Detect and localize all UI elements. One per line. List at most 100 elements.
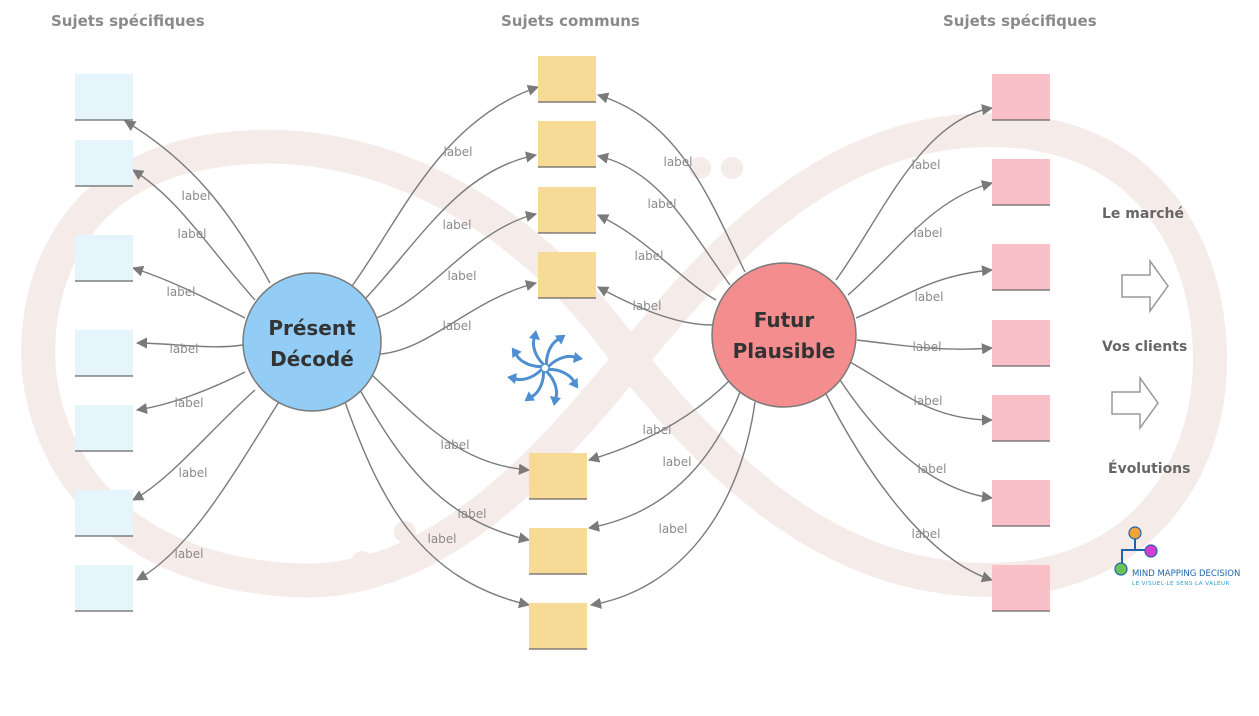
left-topic-2-box[interactable] bbox=[75, 140, 133, 186]
conn-futur-common-2 bbox=[596, 152, 731, 286]
connector-label: label bbox=[913, 226, 942, 240]
left-topic-4[interactable] bbox=[75, 330, 133, 377]
left-topic-5[interactable] bbox=[75, 405, 133, 452]
right-topic-1-box[interactable] bbox=[992, 74, 1050, 120]
conn-futur-right-6 bbox=[839, 379, 994, 503]
common-topic-1-box[interactable] bbox=[538, 56, 596, 102]
right-topic-4[interactable] bbox=[992, 320, 1050, 367]
connector-label: label bbox=[443, 145, 472, 159]
left-topic-5-box[interactable] bbox=[75, 405, 133, 451]
connector-label: label bbox=[663, 155, 692, 169]
connector-label: label bbox=[662, 455, 691, 469]
swirl-arm bbox=[511, 347, 543, 369]
left-topic-3[interactable] bbox=[75, 235, 133, 282]
common-topic-7[interactable] bbox=[529, 603, 587, 650]
conn-present-common-4 bbox=[379, 280, 538, 355]
sidebar-le-marche: Le marché bbox=[1102, 206, 1184, 222]
left-topic-2[interactable] bbox=[75, 140, 133, 187]
common-topic-7-box[interactable] bbox=[529, 603, 587, 649]
hub-present-line1: Présent bbox=[268, 316, 356, 340]
mind-mapping-decision-logo: MIND MAPPING DECISION LE VISUEL·LE SENS·… bbox=[1114, 526, 1240, 587]
conn-futur-common-3 bbox=[596, 214, 717, 301]
left-topic-4-box[interactable] bbox=[75, 330, 133, 376]
conn-futur-right-2 bbox=[847, 180, 994, 296]
conn-futur-right-4 bbox=[856, 339, 994, 355]
connector-label: label bbox=[181, 189, 210, 203]
connector-label: label bbox=[427, 532, 456, 546]
connector-label: label bbox=[658, 522, 687, 536]
logo-title: MIND MAPPING DECISION bbox=[1132, 569, 1240, 579]
conn-present-common-6 bbox=[359, 389, 531, 544]
conn-futur-common-4 bbox=[597, 286, 713, 326]
connector-label: label bbox=[642, 423, 671, 437]
right-topic-5[interactable] bbox=[992, 395, 1050, 442]
left-topic-6-box[interactable] bbox=[75, 490, 133, 536]
right-topic-1[interactable] bbox=[992, 74, 1050, 121]
left-topic-3-box[interactable] bbox=[75, 235, 133, 281]
conn-present-left-2 bbox=[132, 169, 256, 301]
connector-label: label bbox=[447, 269, 476, 283]
right-topic-2-box[interactable] bbox=[992, 159, 1050, 205]
hub-futur-circle[interactable] bbox=[711, 262, 857, 408]
connector-labels: labellabellabellabellabellabellabellabel… bbox=[166, 145, 946, 561]
right-topic-4-box[interactable] bbox=[992, 320, 1050, 366]
logo-subtitle: LE VISUEL·LE SENS·LA VALEUR bbox=[1132, 581, 1230, 587]
right-topic-7[interactable] bbox=[992, 565, 1050, 612]
common-topic-6[interactable] bbox=[529, 528, 587, 575]
hub-present-line2: Décodé bbox=[270, 347, 354, 371]
connector-label: label bbox=[174, 396, 203, 410]
common-topic-2[interactable] bbox=[538, 121, 596, 168]
common-topic-5-box[interactable] bbox=[529, 453, 587, 499]
left-topic-7-box[interactable] bbox=[75, 565, 133, 611]
right-topic-6[interactable] bbox=[992, 480, 1050, 527]
common-topic-6-box[interactable] bbox=[529, 528, 587, 574]
conn-futur-common-7 bbox=[589, 401, 756, 609]
left-topic-6[interactable] bbox=[75, 490, 133, 537]
connector-label: label bbox=[166, 285, 195, 299]
common-topic-5[interactable] bbox=[529, 453, 587, 500]
right-topic-3[interactable] bbox=[992, 244, 1050, 291]
swirl-arm bbox=[547, 367, 579, 389]
swirl-arm bbox=[529, 330, 545, 366]
right-topic-7-box[interactable] bbox=[992, 565, 1050, 611]
connector-label: label bbox=[169, 342, 198, 356]
conn-present-left-3 bbox=[131, 265, 246, 319]
conn-futur-right-7 bbox=[825, 393, 994, 583]
connector-label: label bbox=[912, 340, 941, 354]
right-topic-2[interactable] bbox=[992, 159, 1050, 206]
hub-present-circle[interactable] bbox=[242, 272, 382, 412]
swirl-arm bbox=[524, 370, 546, 402]
connector-label: label bbox=[177, 227, 206, 241]
sidebar-evolutions: Évolutions bbox=[1108, 460, 1190, 477]
hub-present-decode[interactable]: Présent Décodé bbox=[242, 272, 382, 412]
left-topic-1[interactable] bbox=[75, 74, 133, 121]
right-topic-3-box[interactable] bbox=[992, 244, 1050, 290]
connector-label: label bbox=[457, 507, 486, 521]
conn-present-left-7 bbox=[136, 399, 281, 581]
conn-futur-common-6 bbox=[587, 391, 741, 532]
left-topic-7[interactable] bbox=[75, 565, 133, 612]
conn-present-left-6 bbox=[132, 389, 256, 501]
left-column-title: Sujets spécifiques bbox=[51, 12, 205, 30]
hub-futur-plausible[interactable]: Futur Plausible bbox=[711, 262, 857, 408]
common-topic-3[interactable] bbox=[538, 187, 596, 234]
right-topic-5-box[interactable] bbox=[992, 395, 1050, 441]
swirl-center bbox=[540, 363, 550, 373]
connector-label: label bbox=[442, 218, 471, 232]
connector-label: label bbox=[647, 197, 676, 211]
hub-futur-line1: Futur bbox=[754, 308, 815, 332]
left-topic-1-box[interactable] bbox=[75, 74, 133, 120]
common-topic-3-box[interactable] bbox=[538, 187, 596, 233]
common-topic-4[interactable] bbox=[538, 252, 596, 299]
connectors bbox=[124, 84, 994, 609]
swirl-arm bbox=[547, 352, 583, 368]
conn-present-left-1 bbox=[124, 120, 271, 284]
common-topic-4-box[interactable] bbox=[538, 252, 596, 298]
connector-label: label bbox=[174, 547, 203, 561]
common-topic-1[interactable] bbox=[538, 56, 596, 103]
right-topic-6-box[interactable] bbox=[992, 480, 1050, 526]
common-topic-2-box[interactable] bbox=[538, 121, 596, 167]
conn-present-common-3 bbox=[375, 210, 538, 319]
conn-present-common-7 bbox=[344, 401, 531, 609]
sidebar-vos-clients: Vos clients bbox=[1102, 339, 1187, 355]
